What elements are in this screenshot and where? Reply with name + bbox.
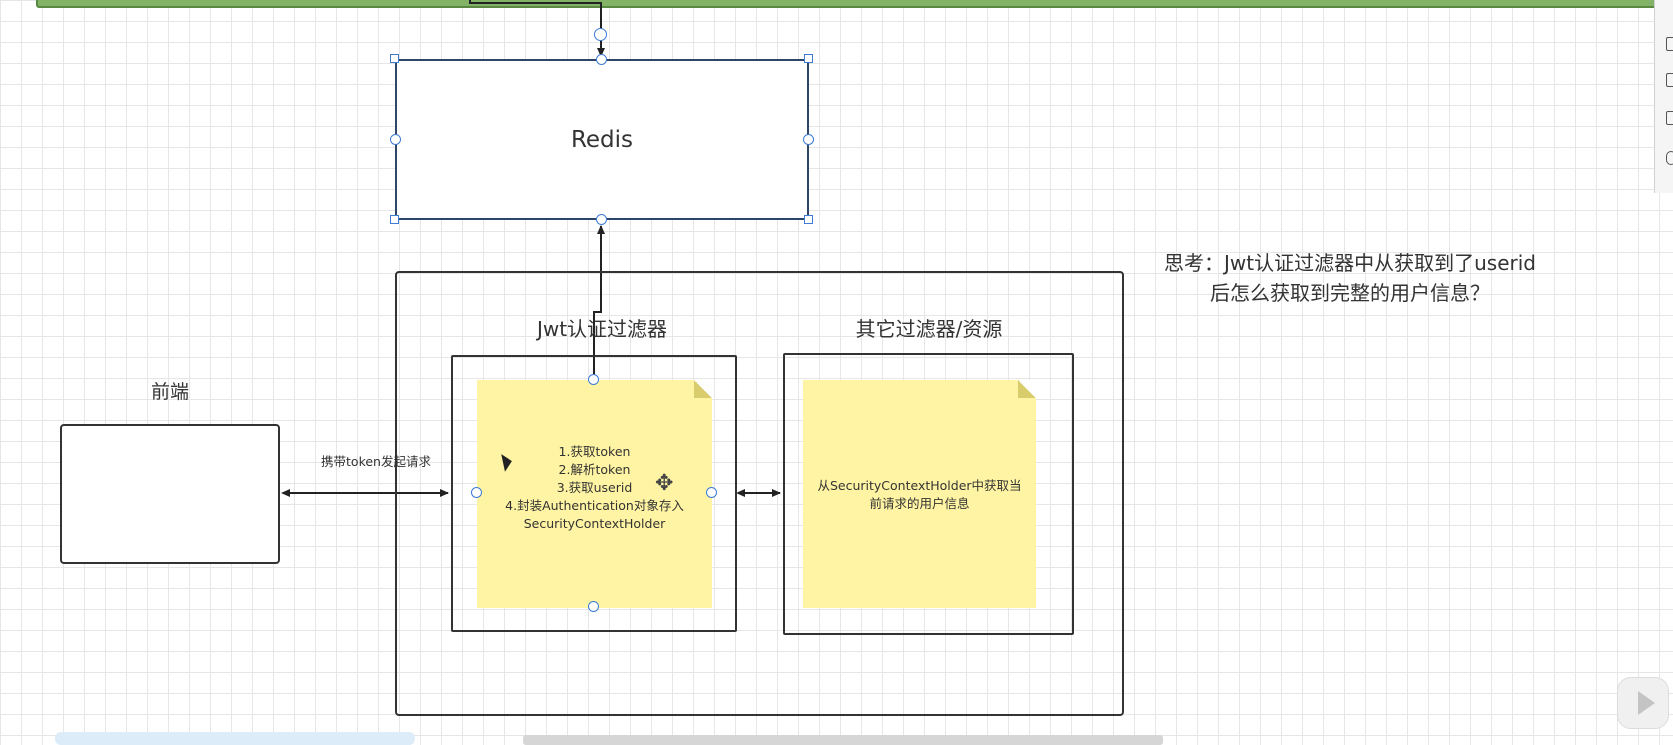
jwt-step-4-cont: SecurityContextHolder (523, 516, 666, 531)
jwt-step-2: 2.解析token (558, 462, 631, 477)
frontend-node[interactable] (60, 424, 280, 564)
right-toolbar (1654, 0, 1673, 193)
page-icon[interactable] (1666, 37, 1673, 51)
resize-handle-sw[interactable] (390, 215, 399, 224)
question-line-1: 思考：Jwt认证过滤器中从获取到了userid (1164, 251, 1536, 275)
jwt-step-4: 4.封装Authentication对象存入 (505, 498, 684, 513)
other-filters-title: 其它过滤器/资源 (855, 317, 1003, 341)
page-icon[interactable] (1666, 111, 1673, 125)
connection-point-left[interactable] (390, 134, 401, 145)
other-filters-note[interactable] (803, 380, 1036, 608)
page-icon[interactable] (1666, 73, 1673, 87)
resize-handle-ne[interactable] (804, 54, 813, 63)
question-text[interactable]: 思考：Jwt认证过滤器中从获取到了userid 后怎么获取到完整的用户信息？ (1130, 248, 1570, 308)
move-icon: ✥ (655, 471, 674, 496)
note-connection-right[interactable] (706, 487, 717, 498)
note-fold-corner (694, 380, 712, 398)
top-process-bar[interactable] (36, 0, 1673, 8)
question-line-2: 后怎么获取到完整的用户信息？ (1210, 281, 1490, 305)
resize-handle-se[interactable] (804, 215, 813, 224)
comment-icon[interactable] (1666, 151, 1673, 165)
jwt-note[interactable] (477, 380, 712, 608)
note-connection-bottom[interactable] (588, 601, 599, 612)
other-note-line-1: 从SecurityContextHolder中获取当 (817, 478, 1022, 493)
other-filters-box[interactable] (783, 353, 1074, 635)
frontend-label: 前端 (150, 381, 189, 403)
jwt-step-1: 1.获取token (558, 444, 631, 459)
other-note-text: 从SecurityContextHolder中获取当 前请求的用户信息 (803, 477, 1036, 513)
jwt-filter-box[interactable] (451, 355, 737, 632)
edge-jwt-to-redis[interactable] (593, 225, 605, 380)
play-triangle-icon (1638, 691, 1655, 715)
request-edge-label: 携带token发起请求 (321, 454, 431, 469)
other-note-line-2: 前请求的用户信息 (869, 496, 970, 511)
connection-point-right[interactable] (803, 134, 814, 145)
edge-top-to-redis[interactable] (469, 0, 605, 57)
note-fold-corner (1018, 380, 1036, 398)
filter-chain-container[interactable] (395, 271, 1124, 716)
page-tab-strip (55, 732, 415, 745)
jwt-filter-title: Jwt认证过滤器 (536, 317, 668, 341)
jwt-note-text: 1.获取token 2.解析token 3.获取userid 4.封装Authe… (477, 443, 712, 533)
edge-endpoint-handle[interactable] (594, 28, 607, 41)
note-connection-top[interactable] (588, 374, 599, 385)
jwt-step-3: 3.获取userid (556, 480, 633, 495)
connection-point-bottom[interactable] (596, 214, 607, 225)
note-connection-left[interactable] (471, 487, 482, 498)
connection-point-top[interactable] (596, 54, 607, 65)
redis-label: Redis (570, 126, 634, 153)
redis-node[interactable] (395, 59, 809, 220)
resize-handle-nw[interactable] (390, 54, 399, 63)
horizontal-scrollbar[interactable] (523, 735, 1163, 745)
